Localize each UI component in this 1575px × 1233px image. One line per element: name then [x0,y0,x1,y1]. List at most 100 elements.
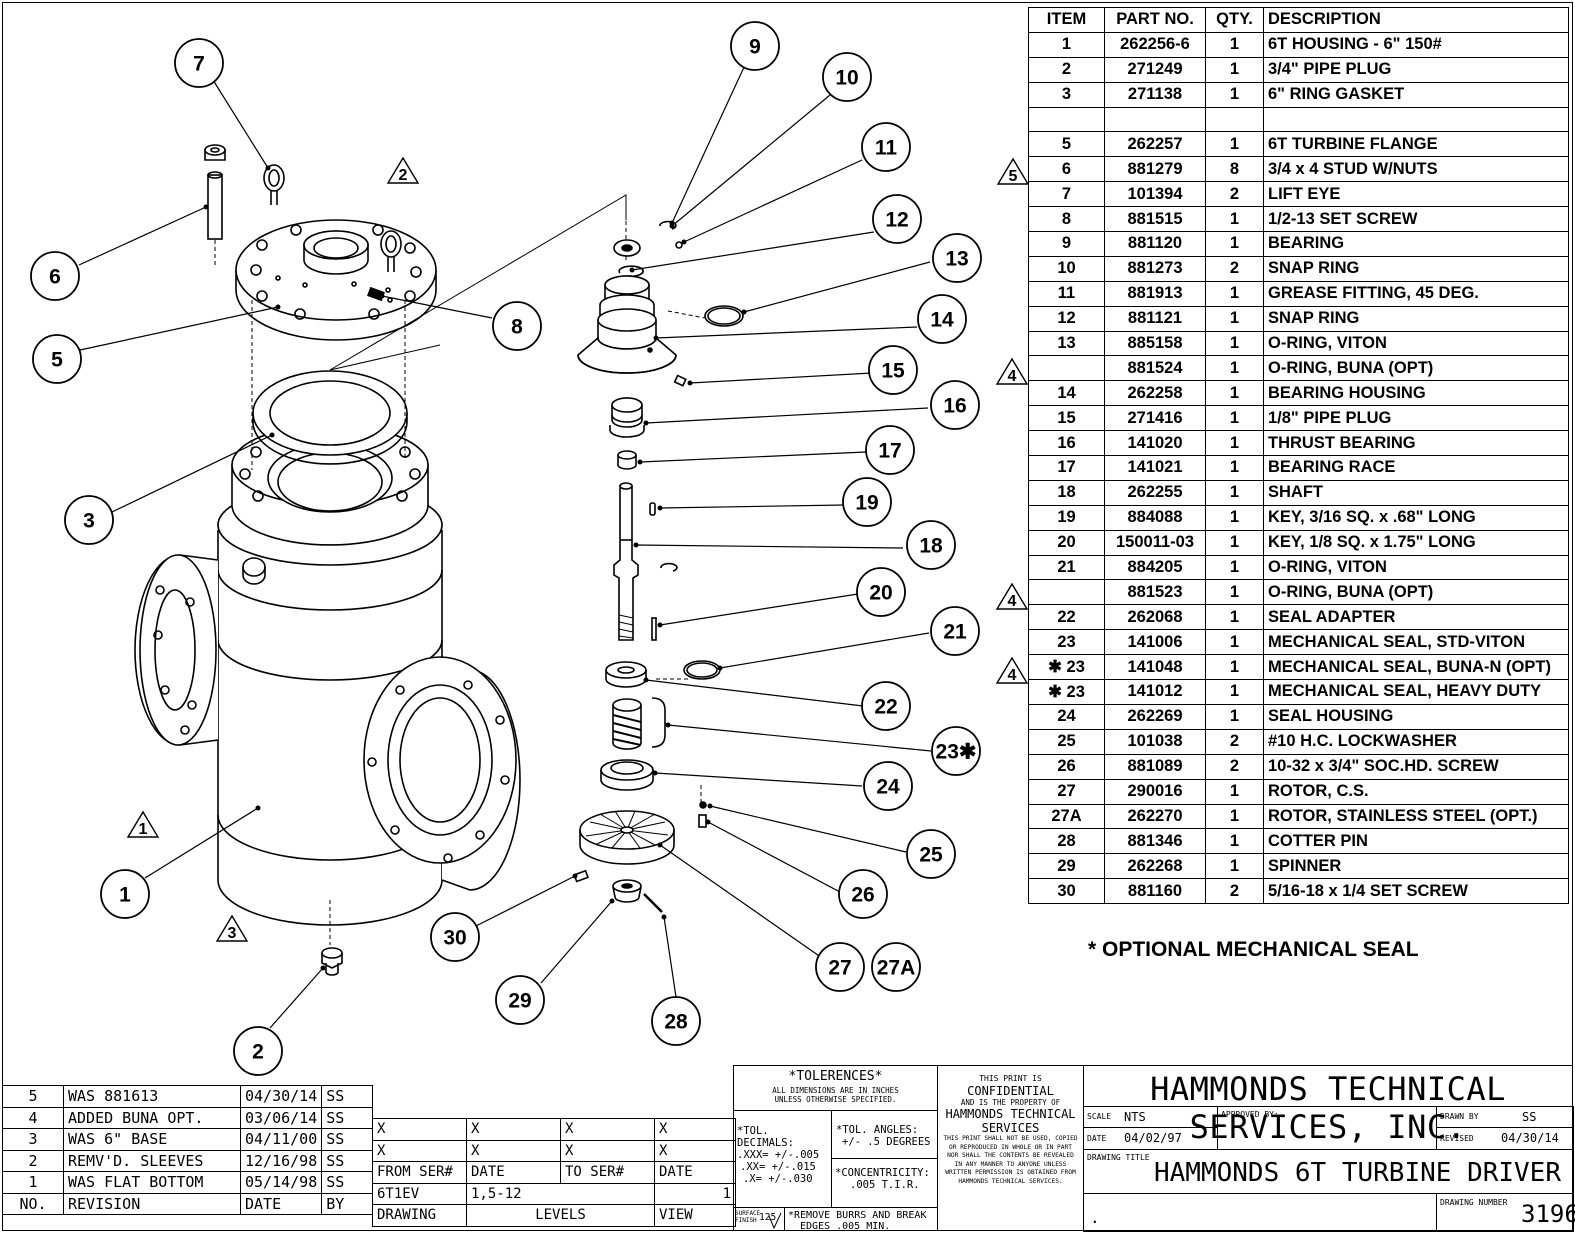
qty-cell: 1 [1205,604,1264,631]
item-cell: ✱ 23 [1028,679,1105,705]
item-cell: 2 [1028,56,1105,83]
part-no-cell: 271138 [1104,81,1206,108]
item-balloon: 17 [865,425,915,475]
revision-delta: 5 [996,157,1030,185]
balloon-label: 29 [508,990,531,1013]
qty-cell: 2 [1205,728,1264,755]
qty-cell: 1 [1205,803,1264,830]
revision-text-cell: ADDED BUNA OPT. [63,1106,241,1129]
item-cell: 8 [1028,206,1105,233]
part-no-cell: 262255 [1104,479,1206,506]
description-cell: LIFT EYE [1263,181,1569,208]
description-cell: SNAP RING [1263,305,1569,332]
serial-x: X [560,1139,655,1162]
revision-text-cell: WAS FLAT BOTTOM [63,1171,241,1194]
item-balloon: 12 [872,194,922,244]
serial-x: X [466,1139,561,1162]
item-cell: 17 [1028,455,1105,481]
to-ser-label: TO SER# [560,1161,655,1184]
revision-delta: 4 [995,357,1029,385]
decimals-xxx: .XXX= +/-.005 [737,1149,820,1161]
concentricity-heading: *CONCENTRICITY: [835,1167,930,1179]
description-cell: MECHANICAL SEAL, BUNA-N (OPT) [1263,654,1569,681]
finish-check-icon [768,1212,782,1230]
revision-no-cell: 1 [2,1171,64,1194]
balloon-label: 24 [876,776,900,799]
drawing-number-label: DRAWING NUMBER [1440,1198,1508,1207]
item-cell [1028,106,1105,133]
balloon-label: 1 [119,884,131,907]
parts-list-row [1028,106,1569,133]
qty-cell: 1 [1205,355,1264,382]
item-balloon: 21 [930,606,980,656]
item-cell [1028,355,1105,382]
item-balloon: 5 [32,334,82,384]
date-value: 04/02/97 [1124,1131,1182,1145]
decimals-x: .X= +/-.030 [743,1173,813,1185]
view-label: VIEW [654,1204,736,1227]
remove-burrs-text: *REMOVE BURRS AND BREAK [788,1210,927,1221]
item-balloon: 18 [906,520,956,570]
qty-cell: 1 [1205,853,1264,880]
description-cell: SNAP RING [1263,255,1569,282]
balloon-label: 11 [875,137,898,160]
qty-cell: 1 [1205,405,1264,432]
delta-label: 4 [1008,593,1017,610]
part-no-cell: 101038 [1104,728,1206,755]
item-balloon: 22 [861,681,911,731]
balloon-label: 6 [49,266,61,289]
revision-no-cell: NO. [2,1192,64,1215]
item-cell: 26 [1028,753,1105,780]
item-cell: ✱ 23 [1028,654,1105,681]
qty-cell: 2 [1205,181,1264,208]
part-no-cell: 881524 [1104,355,1206,382]
revision-text-cell: REVISION [63,1192,241,1215]
part-no-cell: 262258 [1104,380,1206,407]
date-cell: DATE 04/02/97 [1083,1127,1218,1150]
levels-label: LEVELS [466,1204,655,1227]
surface-finish-box: SURFACE FINISH 125 [733,1207,785,1231]
scale-cell: SCALE NTS [1083,1106,1218,1128]
tolerance-title: *TOLERENCES* [788,1069,883,1084]
item-cell: 22 [1028,604,1105,631]
revision-delta: 4 [995,656,1029,684]
description-cell: 1/2-13 SET SCREW [1263,206,1569,233]
balloon-label: 10 [835,67,858,90]
item-balloon: 26 [838,869,888,919]
scale-value: NTS [1124,1110,1146,1124]
balloon-label: 19 [855,492,878,515]
description-cell: 6T TURBINE FLANGE [1263,131,1569,158]
delta-label: 5 [1009,168,1018,185]
description-cell: SPINNER [1263,853,1569,880]
angles-value: +/- .5 DEGREES [842,1136,931,1148]
confidential-company: SERVICES [981,1121,1040,1135]
revision-by-cell: SS [321,1085,374,1108]
revision-no-cell: 5 [2,1085,64,1108]
revision-delta: 4 [995,582,1029,610]
description-cell: KEY, 3/16 SQ. x .68" LONG [1263,504,1569,531]
description-cell: SEAL ADAPTER [1263,604,1569,631]
item-cell: 9 [1028,231,1105,257]
serial-x: X [466,1118,561,1141]
qty-cell: 1 [1205,504,1264,531]
item-balloon: 14 [917,294,967,344]
qty-cell: 1 [1205,579,1264,606]
delta-label: 2 [399,167,408,184]
qty-cell: 1 [1205,131,1264,158]
item-cell: 27A [1028,803,1105,830]
description-cell: 6" RING GASKET [1263,81,1569,108]
part-no-cell: 262268 [1104,853,1206,880]
serial-table: X X X X X X X X FROM SER# DATE TO SER# D… [372,1118,736,1227]
balloon-label: 13 [945,248,968,271]
blank-cell: . [1083,1193,1437,1232]
description-cell: 5/16-18 x 1/4 SET SCREW [1263,878,1569,905]
